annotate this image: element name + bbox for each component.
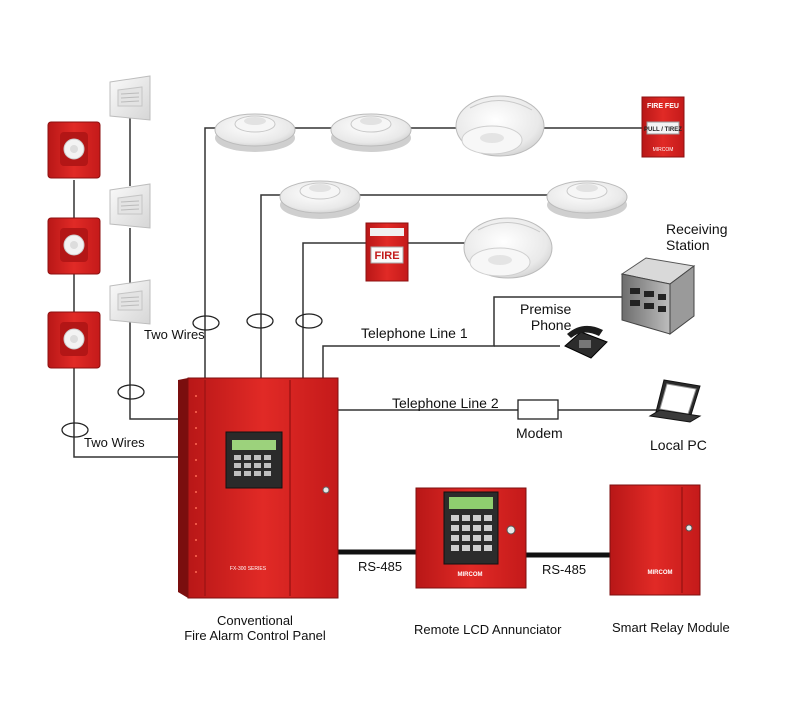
wiring	[73, 118, 658, 458]
remote-lcd-annunciator-device: MIRCOM	[415, 487, 527, 589]
wire-marker-loop-1	[192, 315, 220, 331]
strobe-device	[47, 217, 101, 275]
laptop-icon	[648, 379, 702, 423]
rs485-label-right: RS-485	[542, 562, 587, 577]
panel-lcd	[232, 440, 276, 450]
strobe-circuit	[73, 180, 178, 458]
horn-circuit	[129, 118, 178, 420]
receiving-station-server	[620, 257, 696, 335]
local-pc-label: Local PC	[650, 437, 707, 453]
wire-loop-3	[302, 242, 470, 398]
pull-station-upper-sublabel: PULL / TIREZ	[644, 127, 682, 133]
wire-marker-strobes	[61, 422, 89, 438]
wire-loop-1	[204, 127, 642, 398]
receiving-station-label: Receiving Station	[666, 221, 727, 253]
horn-device	[109, 279, 151, 325]
horn-device	[109, 183, 151, 229]
rs485-label-left: RS-485	[358, 559, 403, 574]
wire-marker-horns	[117, 384, 145, 400]
pull-station-upper-label: FIRE FEU	[647, 103, 679, 110]
modem-box	[517, 399, 559, 420]
wire-markers	[61, 313, 323, 438]
wire-marker-loop-3	[295, 313, 323, 329]
panel-brand: FX-300 SERIES	[230, 566, 267, 572]
receiving-station-label-line1: Receiving	[666, 221, 728, 237]
smoke-detector	[214, 113, 296, 152]
smart-relay-module-device: MIRCOM	[609, 484, 701, 596]
rs485-bus	[334, 549, 610, 558]
strobe-device	[47, 121, 101, 179]
strobe-device	[47, 311, 101, 369]
control-panel-label-line2: Fire Alarm Control Panel	[184, 627, 326, 643]
telephone-icon	[564, 325, 608, 359]
relay-module-logo: MIRCOM	[648, 570, 673, 576]
pull-station-lower: FIRE	[365, 222, 409, 282]
pull-station-lower-label: FIRE	[374, 250, 399, 262]
premise-phone-label: Premise Phone	[520, 301, 571, 333]
horn-device	[109, 75, 151, 121]
pull-station-upper: FIRE FEU PULL / TIREZ MIRCOM	[641, 96, 685, 158]
two-wires-label-upper: Two Wires	[144, 327, 205, 342]
panel-lock	[322, 486, 330, 494]
annunciator-label: Remote LCD Annunciator	[414, 622, 562, 637]
receiving-station-label-line2: Station	[666, 237, 710, 254]
annunciator-logo: MIRCOM	[458, 572, 483, 578]
control-panel-label: Conventional Fire Alarm Control Panel	[180, 613, 330, 644]
telephone-line-2-label: Telephone Line 2	[392, 395, 499, 411]
heat-detector	[463, 217, 553, 279]
wire-marker-loop-2	[246, 313, 274, 329]
smoke-detector	[330, 113, 412, 152]
pull-station-upper-logo: MIRCOM	[653, 147, 674, 153]
heat-detector	[455, 95, 545, 157]
telephone-line-1-label: Telephone Line 1	[361, 325, 468, 341]
smoke-detector	[279, 180, 361, 219]
two-wires-label-lower: Two Wires	[84, 435, 145, 450]
control-panel-label-line1: Conventional	[217, 613, 293, 628]
premise-phone-label-line2: Phone	[530, 317, 572, 334]
wire-loop-2	[260, 194, 552, 398]
relay-module-label: Smart Relay Module	[612, 620, 730, 635]
premise-phone-label-line1: Premise	[520, 301, 572, 317]
modem-label: Modem	[516, 425, 563, 441]
fire-alarm-control-panel: FX-300 SERIES	[178, 377, 339, 599]
panel-keypad	[234, 455, 271, 476]
smoke-detector	[546, 180, 628, 219]
